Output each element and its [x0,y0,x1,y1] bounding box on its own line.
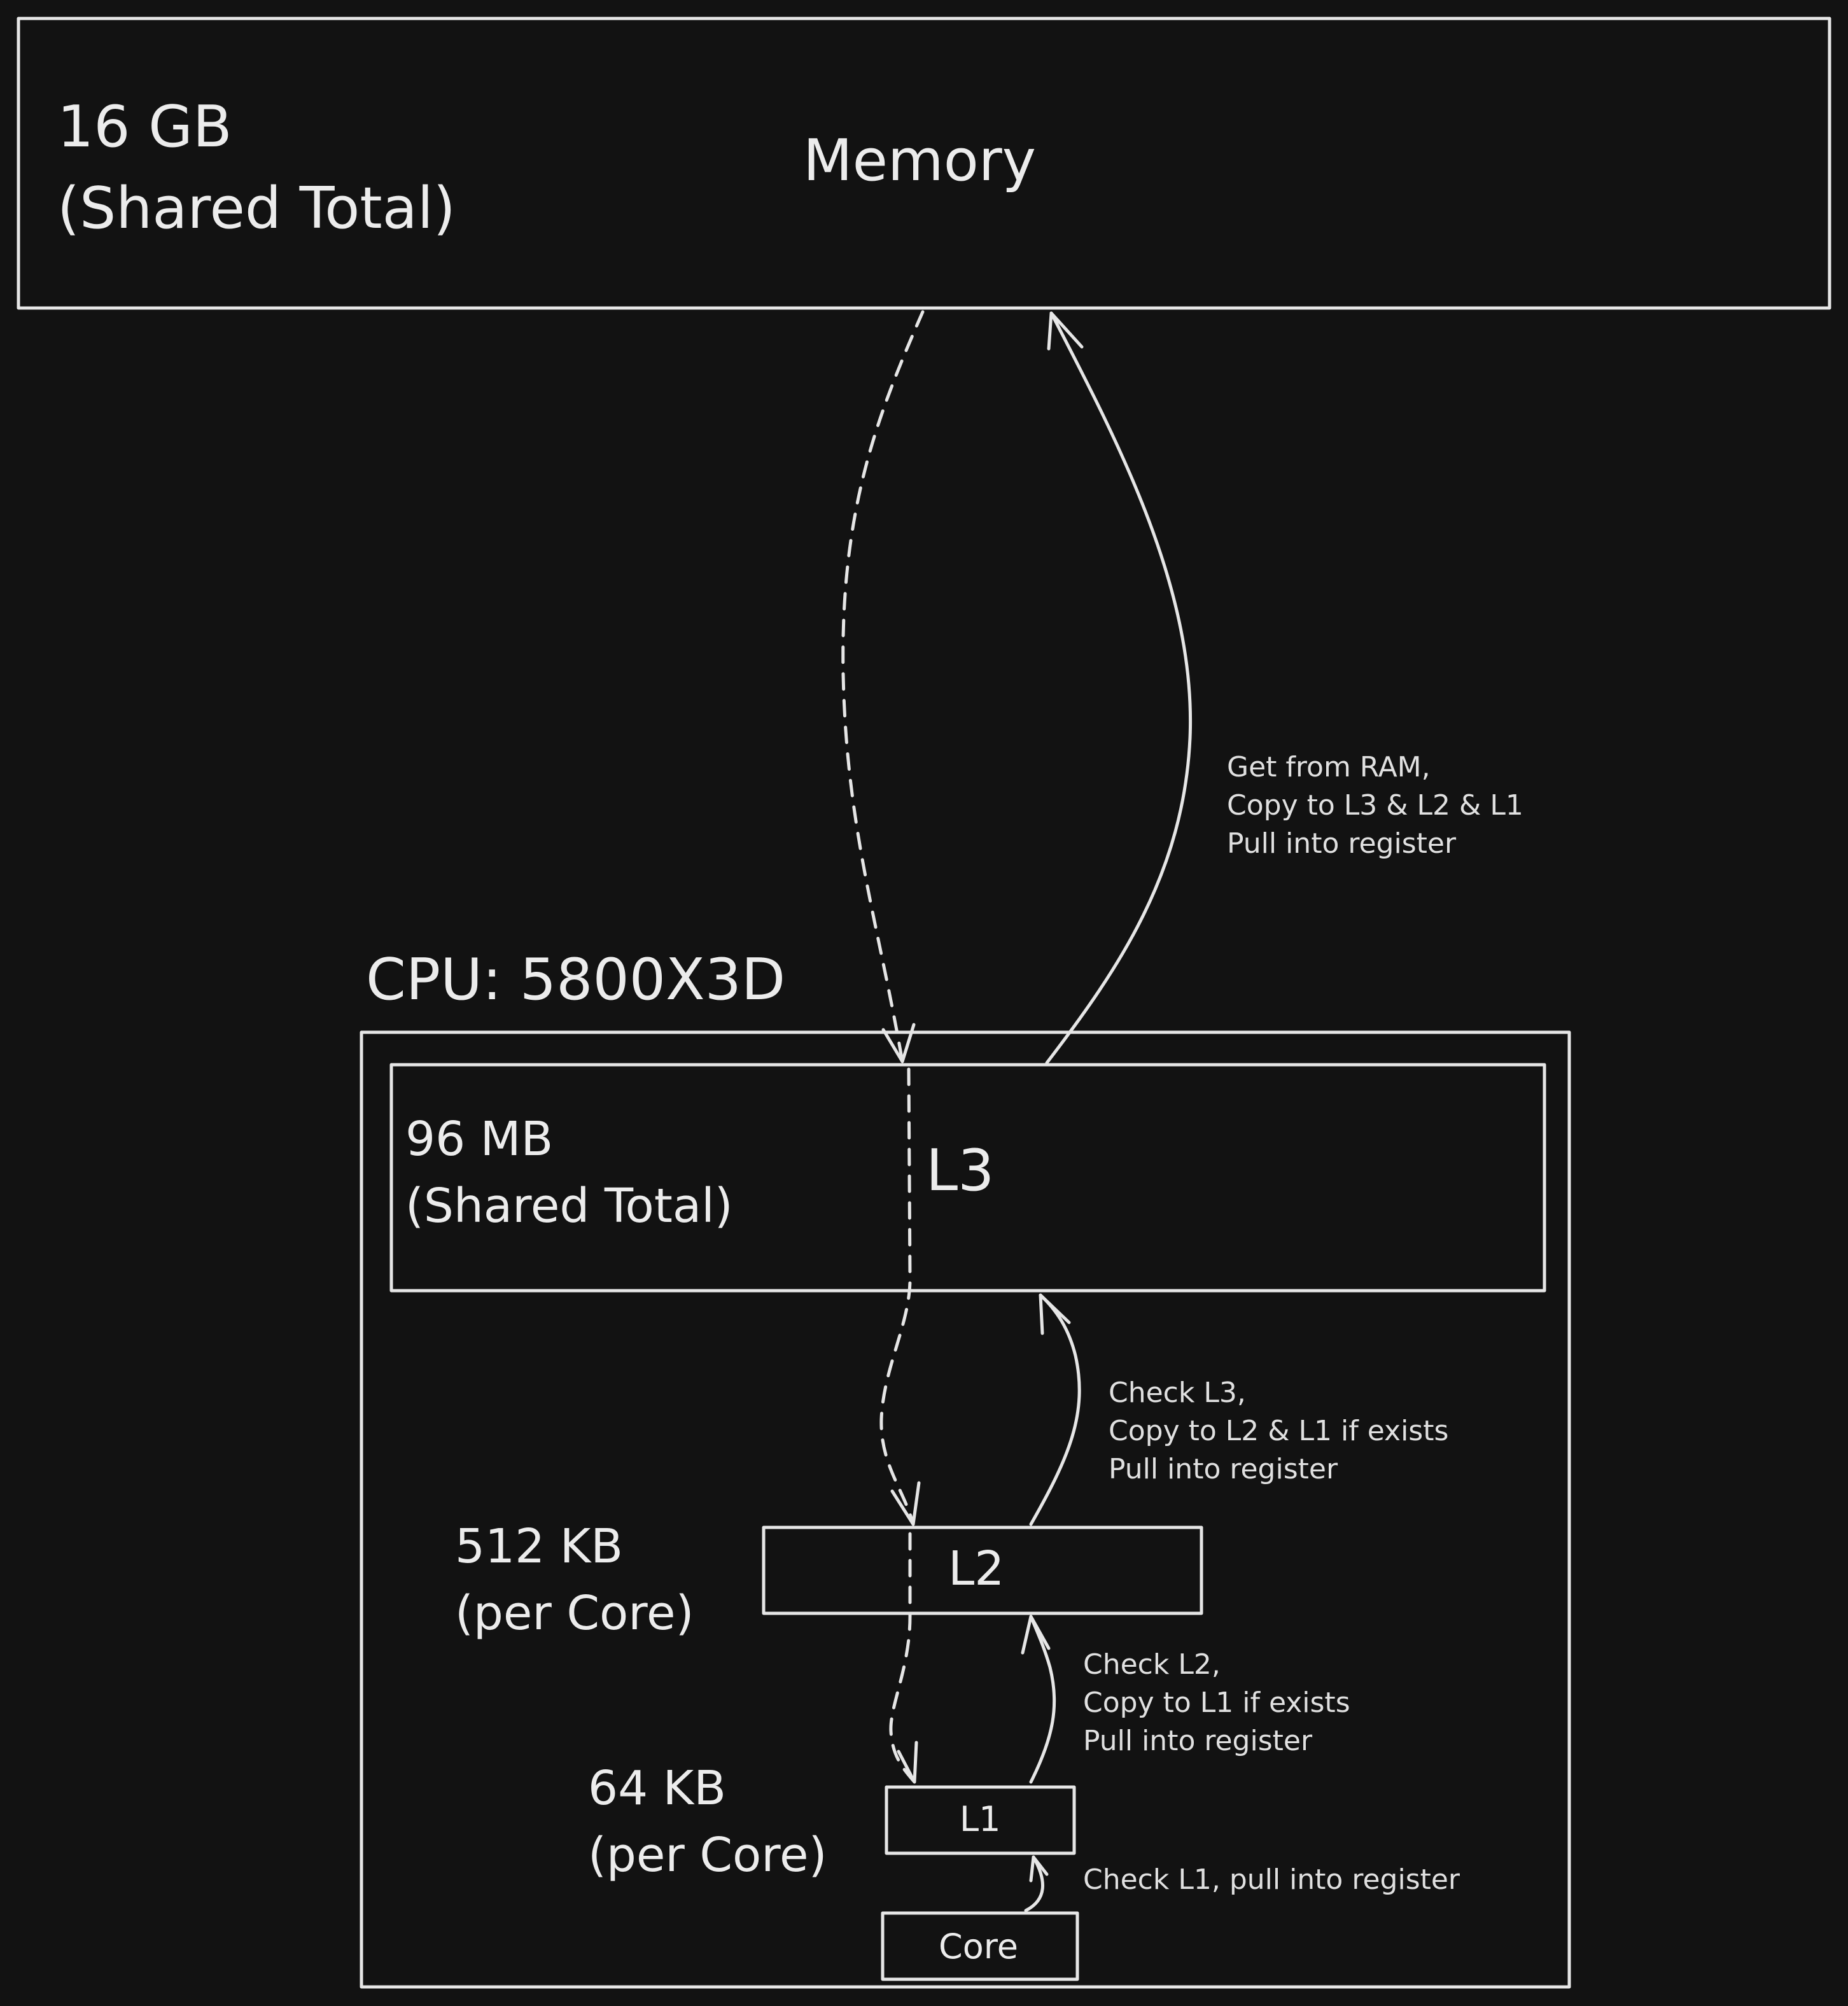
annotation-l1: Check L1, pull into register [1083,1863,1460,1896]
memory-size-line2: (Shared Total) [57,175,456,242]
l3-block: 96 MB (Shared Total) L3 [389,1063,1546,1293]
l1-block: 64 KB (per Core) L1 [588,1761,1076,1883]
core-block: Core [881,1911,1079,1981]
return-arrow-l1-to-l2 [1021,1615,1056,1784]
l1-title: L1 [960,1799,1000,1839]
l2-size-line2: (per Core) [455,1586,694,1641]
return-arrow-l2-to-l3 [1029,1293,1081,1526]
l2-box [762,1526,1203,1615]
memory-title: Memory [803,127,1036,194]
annotation-ram: Get from RAM, Copy to L3 & L2 & L1 Pull … [1227,751,1523,860]
l1-size-line2: (per Core) [588,1828,827,1883]
annotation-l3: Check L3, Copy to L2 & L1 if exists Pull… [1109,1377,1448,1485]
cpu-block: CPU: 5800X3D [360,946,1571,1989]
request-arrow-l3-to-l2 [879,1067,921,1526]
l3-box [389,1063,1546,1293]
request-arrow-l2-to-l1 [889,1532,918,1784]
annotation-l1-line1: Check L1, pull into register [1083,1863,1460,1896]
l2-block: 512 KB (per Core) L2 [455,1519,1203,1641]
l2-size-line1: 512 KB [455,1519,623,1574]
core-box [881,1911,1079,1981]
annotation-l2-line1: Check L2, [1083,1648,1221,1681]
return-arrow-l3-to-memory [1045,311,1193,1065]
l3-title: L3 [926,1137,994,1204]
l1-box [885,1785,1076,1855]
memory-size-line1: 16 GB [57,94,232,160]
l1-size-line1: 64 KB [588,1761,726,1816]
l2-title: L2 [948,1541,1004,1596]
cpu-title: CPU: 5800X3D [366,946,785,1013]
annotation-ram-line1: Get from RAM, [1227,751,1431,783]
l3-size-line1: 96 MB [405,1112,553,1167]
annotation-l2-line3: Pull into register [1083,1725,1313,1757]
request-arrow-memory-to-l3 [841,310,925,1063]
annotation-ram-line3: Pull into register [1227,827,1457,860]
memory-box [17,17,1831,310]
annotation-ram-line2: Copy to L3 & L2 & L1 [1227,789,1523,822]
annotation-l3-line3: Pull into register [1109,1453,1338,1485]
annotation-l2: Check L2, Copy to L1 if exists Pull into… [1083,1648,1350,1757]
l3-size-line2: (Shared Total) [405,1179,733,1233]
annotation-l3-line1: Check L3, [1109,1377,1246,1409]
annotation-l3-line2: Copy to L2 & L1 if exists [1109,1415,1448,1447]
memory-block: 16 GB (Shared Total) Memory [17,17,1831,310]
return-arrow-core-to-l1 [1024,1855,1049,1912]
core-title: Core [939,1926,1018,1967]
cpu-box [360,1030,1571,1989]
annotation-l2-line2: Copy to L1 if exists [1083,1687,1350,1719]
